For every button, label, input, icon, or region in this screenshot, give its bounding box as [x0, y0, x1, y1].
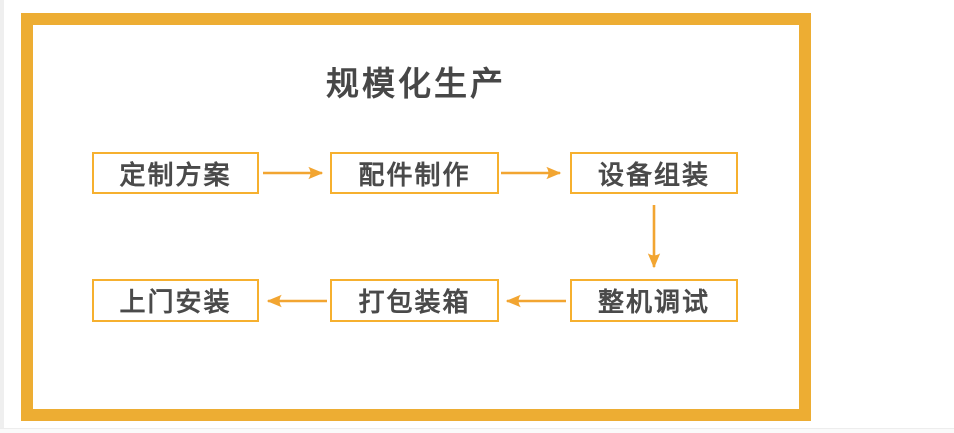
node-machine-testing: 整机调试: [570, 279, 738, 322]
page-bottom-edge: [0, 428, 954, 433]
node-onsite-installation: 上门安装: [92, 279, 259, 322]
node-packing: 打包装箱: [330, 279, 499, 322]
node-custom-plan: 定制方案: [92, 152, 259, 194]
diagram-frame: [21, 13, 811, 421]
node-equipment-assembly: 设备组装: [570, 152, 738, 194]
diagram-title: 规模化生产: [326, 65, 506, 102]
page-left-edge: [0, 0, 4, 433]
node-parts-production: 配件制作: [330, 152, 499, 194]
